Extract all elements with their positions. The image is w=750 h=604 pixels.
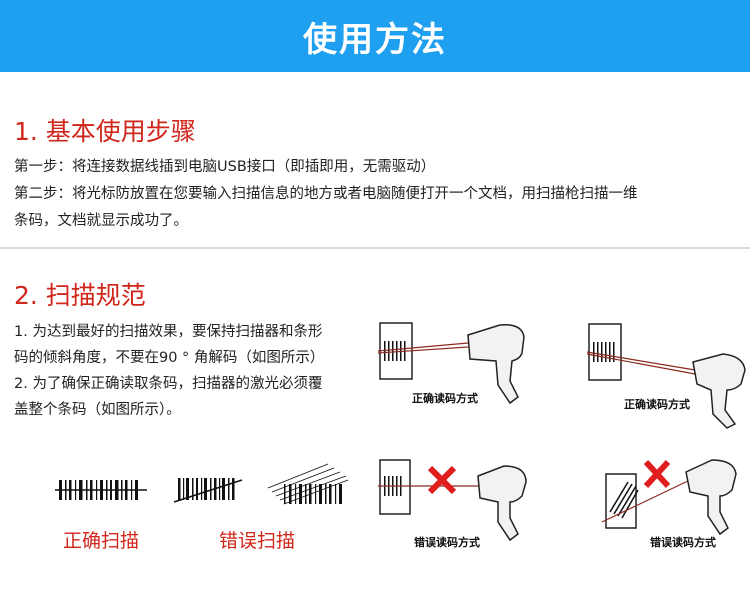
wrong-way-caption-2: 错误读码方式 bbox=[650, 536, 716, 549]
scanner-wrong-diagram-2 bbox=[601, 459, 737, 536]
header-banner: 使用方法 bbox=[0, 0, 750, 72]
scan-rule-1-text-continued: 码的倾斜角度，不要在90 ° 角解码（如图所示） bbox=[14, 350, 325, 366]
wrong-scan-label: 错误扫描 bbox=[219, 530, 296, 552]
scan-rule-2-text: 2. 为了确保正确读取条码，扫描器的激光必须覆 bbox=[14, 376, 323, 392]
step-two-text-continued: 条码，文档就显示成功了。 bbox=[14, 213, 188, 229]
step-two-text: 第二步：将光标防放置在您要输入扫描信息的地方或者电脑随便打开一个文档，用扫描枪扫… bbox=[14, 186, 638, 202]
error-x-icon bbox=[427, 465, 457, 495]
page-title: 使用方法 bbox=[303, 19, 447, 60]
scanner-wrong-diagram-1 bbox=[378, 459, 527, 542]
step-one-text: 第一步：将连接数据线插到电脑USB接口（即插即用，无需驱动） bbox=[14, 159, 436, 175]
correct-way-caption-2: 正确读码方式 bbox=[624, 398, 690, 411]
scan-rule-1-text: 1. 为达到最好的扫描效果，要保持扫描器和条形 bbox=[14, 324, 323, 340]
section-basic-steps-title: 1. 基本使用步骤 bbox=[14, 117, 196, 146]
correct-way-caption-1: 正确读码方式 bbox=[412, 392, 478, 405]
wrong-way-caption-1: 错误读码方式 bbox=[414, 536, 480, 549]
correct-scan-label: 正确扫描 bbox=[63, 530, 140, 552]
scanner-correct-diagram-1 bbox=[377, 322, 525, 405]
barcode-wrong-partial-illustration bbox=[173, 478, 243, 503]
error-x-icon bbox=[643, 459, 671, 489]
barcode-wrong-tilted-illustration bbox=[267, 463, 349, 505]
section-scan-spec-title: 2. 扫描规范 bbox=[14, 281, 146, 310]
scan-rule-2-text-continued: 盖整个条码（如图所示）。 bbox=[14, 402, 181, 418]
section-divider bbox=[0, 247, 750, 249]
barcode-correct-illustration bbox=[55, 480, 147, 500]
scanner-correct-diagram-2 bbox=[586, 323, 746, 429]
